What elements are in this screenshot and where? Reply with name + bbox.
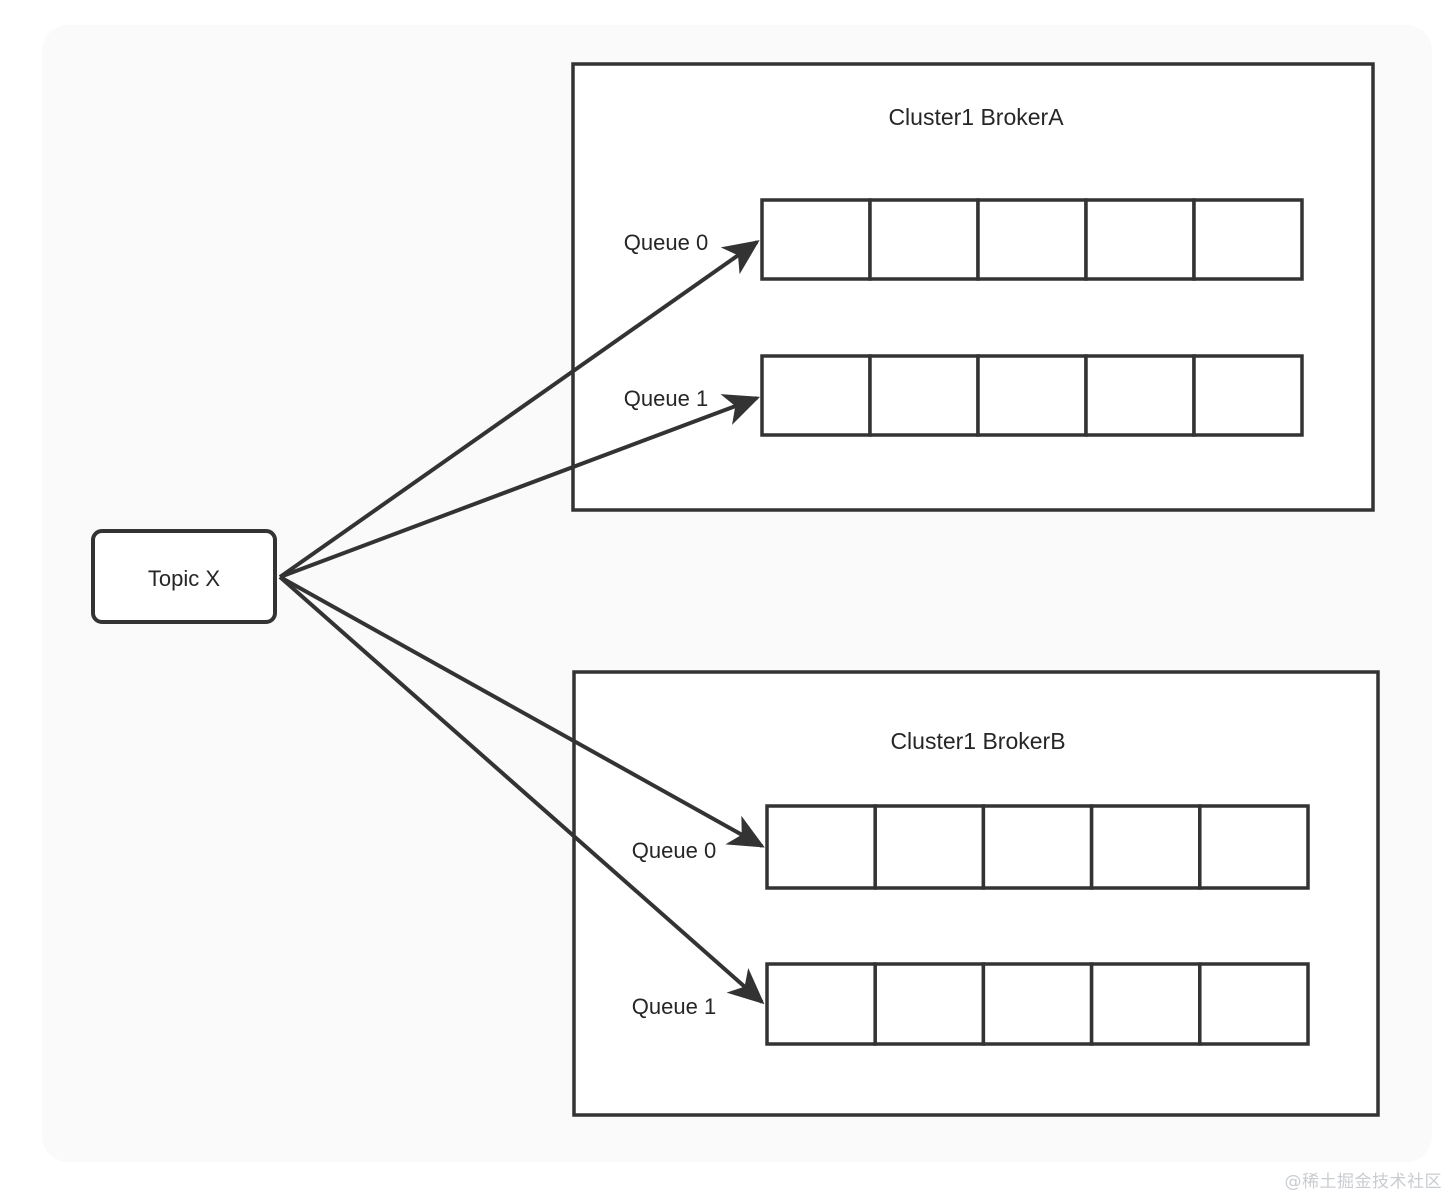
queue-cell[interactable] <box>976 198 1088 281</box>
broker-group-brokerB[interactable]: Cluster1 BrokerB Queue 0 Queue 1 <box>572 670 1380 1117</box>
queue-label-brokerB-queue0: Queue 0 <box>632 838 716 863</box>
queue-cell[interactable] <box>760 354 872 437</box>
queue-cells-brokerB-queue0[interactable] <box>765 804 1310 890</box>
queue-cells-brokerB-queue1[interactable] <box>765 962 1310 1046</box>
arrow-topic-to-brokerB-queue0[interactable] <box>279 575 765 848</box>
watermark: @稀土掘金技术社区 <box>1284 1172 1442 1192</box>
queue-label-brokerA-queue1: Queue 1 <box>624 386 708 411</box>
queue-cell[interactable] <box>873 804 986 890</box>
arrow-topic-to-brokerB-queue1[interactable] <box>278 575 765 1005</box>
queue-cell[interactable] <box>765 804 877 890</box>
broker-title-brokerB: Cluster1 BrokerB <box>890 728 1065 754</box>
queue-cell[interactable] <box>1089 804 1202 890</box>
queue-cell[interactable] <box>1084 354 1196 437</box>
arrow-topic-to-brokerA-queue1[interactable] <box>279 394 760 579</box>
queue-cell[interactable] <box>868 198 980 281</box>
queue-cell[interactable] <box>760 198 872 281</box>
queue-cell[interactable] <box>873 962 986 1046</box>
topic-node[interactable]: Topic X <box>91 529 277 624</box>
broker-title-brokerA: Cluster1 BrokerA <box>888 104 1064 130</box>
queue-cell[interactable] <box>1192 354 1304 437</box>
queue-cell[interactable] <box>1089 962 1202 1046</box>
queue-cell[interactable] <box>868 354 980 437</box>
arrow-topic-to-brokerA-queue0[interactable] <box>278 240 760 579</box>
queue-cell[interactable] <box>765 962 877 1046</box>
queue-cell[interactable] <box>981 804 1094 890</box>
broker-group-brokerA[interactable]: Cluster1 BrokerA Queue 0 Queue 1 <box>571 62 1375 512</box>
queue-cell[interactable] <box>976 354 1088 437</box>
queue-cell[interactable] <box>981 962 1094 1046</box>
queue-cells-brokerA-queue0[interactable] <box>760 198 1304 281</box>
queue-cell[interactable] <box>1192 198 1304 281</box>
queue-cell[interactable] <box>1198 804 1310 890</box>
topic-box[interactable] <box>91 529 277 624</box>
queue-label-brokerA-queue0: Queue 0 <box>624 230 708 255</box>
queue-label-brokerB-queue1: Queue 1 <box>632 994 716 1019</box>
topic-label: Topic X <box>148 566 220 591</box>
connector-arrows <box>278 240 765 1005</box>
queue-cell[interactable] <box>1198 962 1310 1046</box>
queue-cells-brokerA-queue1[interactable] <box>760 354 1304 437</box>
queue-cell[interactable] <box>1084 198 1196 281</box>
